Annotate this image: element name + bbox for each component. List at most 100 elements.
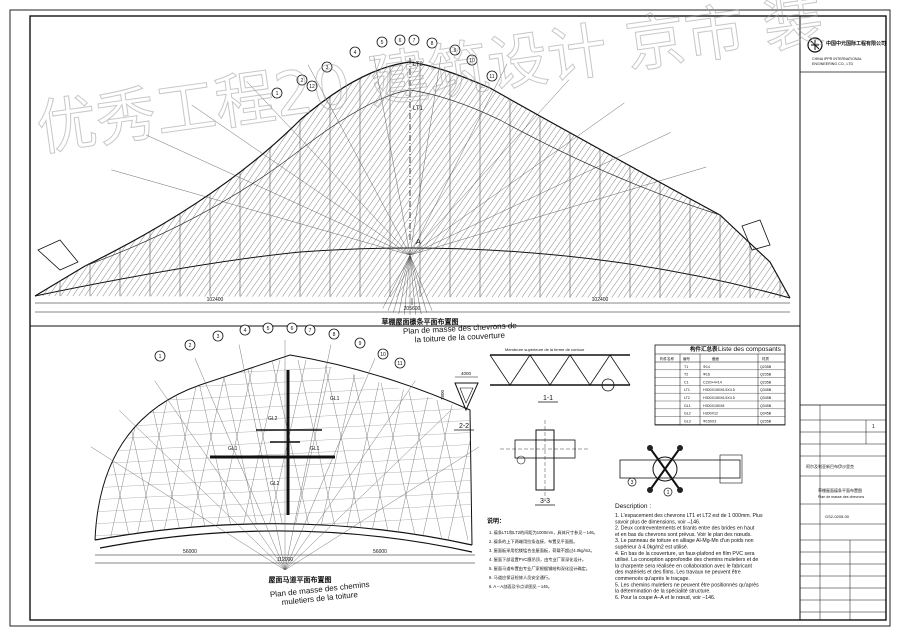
dim-right-bottom: 56000 (373, 549, 387, 555)
components-title-cn: 构件汇总表 (690, 345, 718, 353)
section-3-3-detail: 3-3 (500, 420, 590, 506)
table-cell: Φ150X3 (703, 419, 716, 423)
axis-bubble: 1 (154, 350, 166, 362)
axis-bubble: 5 (376, 36, 388, 48)
outer-border (9, 9, 891, 627)
node-detail-1-label: 1 (667, 490, 670, 496)
table-cell: Q345B (760, 388, 772, 392)
axis-bubble: 4 (239, 324, 251, 336)
svg-text:1: 1 (159, 354, 162, 360)
table-cell: GL3 (684, 419, 691, 423)
note-fr-line: des matériels et des films. Les travaux … (615, 570, 741, 576)
dim-total-top: 205600 (404, 306, 421, 312)
svg-text:6: 6 (399, 38, 402, 44)
components-header-0: 构件名称 (660, 356, 674, 361)
table-cell: Φ16 (703, 373, 710, 377)
table-cell: H300X150X6.5X4.5 (703, 388, 735, 392)
member-label-4: GL2 (270, 481, 280, 487)
catwalk-plan: GL1 GL2 GL1 GL2 GL1 56000 56000 112000 屋… (90, 340, 480, 607)
svg-text:4: 4 (354, 50, 357, 56)
note-cn-line: 1. 檩条LT1和LT2的间距为1000mm，具体尺寸参见－146。 (489, 529, 598, 536)
svg-text:5: 5 (381, 40, 384, 46)
table-cell: Q235B (760, 419, 772, 423)
node-detail-1: 1 3 (619, 445, 743, 497)
note-fr-line: et en bas du chevrons sont prévus. Voir … (615, 532, 752, 538)
note-fr-line: savoir plus de dimensions, voir –146. (615, 519, 700, 525)
axis-bubble: 5 (262, 322, 274, 334)
svg-text:4: 4 (244, 328, 247, 334)
svg-text:11: 11 (397, 361, 402, 367)
note-fr-line: 5. Les chemins muletiers ne peuvent être… (615, 582, 759, 588)
note-fr-line: supérieur à 4.0kg/m2 est utilisé. (615, 545, 688, 551)
dim-total-bottom: 112000 (277, 557, 294, 563)
watermark-text: 优秀工程20 建筑设计 京市 装 (32, 0, 828, 165)
axis-bubble: 6 (286, 322, 298, 334)
components-table: 构件汇总表 Liste des composants 构件名称 编号 截面 材质… (654, 344, 786, 426)
notes-cn: 说明： 1. 檩条LT1和LT2的间距为1000mm，具体尺寸参见－146。 2.… (487, 517, 598, 590)
axis-bubble: 2 (296, 74, 308, 86)
note-cn-line: 6. 马道应保证检修人员安全通行。 (489, 574, 552, 581)
sheet-number: 1 (872, 424, 875, 430)
notes-fr-title: Description : (615, 503, 651, 510)
note-fr-line: 4. En bas de la couverture, un faux-plaf… (615, 551, 755, 557)
plan-bottom-title-cn: 屋面马道平面布置图 (269, 575, 332, 584)
section-3-3-label: 3-3 (540, 498, 550, 505)
dim-left-bottom: 56000 (183, 549, 197, 555)
axis-bubble: 4 (349, 46, 361, 58)
table-cell: T1 (684, 365, 688, 369)
dim-left-top: 102400 (207, 297, 224, 303)
node-detail-3-label: 3 (631, 480, 634, 486)
note-fr-line: 3. Le panneau de toiture en alliage Al-M… (615, 538, 754, 544)
table-cell: Q235B (760, 365, 772, 369)
note-fr-line: la charpente sera réalisée en collaborat… (615, 563, 753, 569)
title-block: 中国中元国际工程有限公司 CHINA IPPR INTERNATIONAL EN… (800, 37, 886, 620)
axis-bubble: 10 (377, 348, 389, 360)
svg-text:10: 10 (469, 58, 475, 64)
svg-text:9: 9 (454, 48, 457, 54)
svg-text:3: 3 (326, 65, 329, 71)
table-cell: Q345B (760, 404, 772, 408)
svg-text:8: 8 (431, 41, 434, 47)
table-cell: H300X12 (703, 412, 718, 416)
axis-bubble: 9 (449, 44, 461, 56)
axis-bubble: 2 (184, 339, 196, 351)
table-cell: C220×4×14 (703, 380, 722, 384)
axis-bubble: 9 (354, 337, 366, 349)
table-cell: Q345B (760, 412, 772, 416)
project-name-cn: 阿尔及利亚新巴布伊沙里克 (806, 463, 854, 469)
axis-bubble: 7 (408, 34, 420, 46)
note-cn-line: 2. 檩条的上下两端用拉条连接，布置见平面图。 (489, 538, 577, 545)
axis-bubble: 11 (486, 70, 498, 82)
table-cell: LT1 (684, 388, 690, 392)
purlin-label-lt2: LT2 (413, 62, 424, 68)
svg-text:9: 9 (359, 341, 362, 347)
company-logo-icon (807, 37, 823, 53)
svg-text:12: 12 (309, 84, 315, 90)
table-cell: H300X150X6.5X4.5 (703, 396, 735, 400)
note-fr-line: 6. Pour la coupe A–A et le nœud, voir –1… (615, 595, 715, 601)
watermark: 优秀工程20 建筑设计 京市 装 (32, 0, 829, 165)
note-fr-line: 2. Deux contreventements et tirants entr… (615, 526, 755, 532)
table-cell: Q345B (760, 396, 772, 400)
note-cn-line: 3. 屋面板采用铝镁锰合金屋面板，荷载不超过4.0kg/m2。 (489, 547, 595, 554)
plan-top-title-cn: 草棚屋面檩条平面布置图 (382, 317, 459, 326)
svg-text:3: 3 (217, 334, 220, 340)
dim-right-top: 102400 (592, 297, 609, 303)
axis-bubble: 6 (394, 34, 406, 46)
member-label-2: GL2 (268, 416, 278, 422)
notes-cn-title: 说明： (487, 517, 505, 525)
member-label-5: GL1 (330, 396, 340, 402)
svg-text:6: 6 (291, 326, 294, 332)
company-name-en-1: CHINA IPPR INTERNATIONAL (812, 57, 862, 61)
axis-bubble: 8 (328, 328, 340, 340)
note-fr-line: 1. L'espacement des chevrons LT1 et LT2 … (615, 513, 763, 519)
table-cell: T2 (684, 373, 688, 377)
svg-text:10: 10 (380, 352, 386, 358)
purlin-label-lt1: LT1 (413, 106, 424, 112)
axis-bubble: 8 (426, 37, 438, 49)
member-label-3: GL1 (310, 446, 320, 452)
company-name-cn: 中国中元国际工程有限公司 (826, 40, 886, 47)
section-1-1-header: Membrure supérieure de la ferme de conto… (505, 347, 585, 352)
